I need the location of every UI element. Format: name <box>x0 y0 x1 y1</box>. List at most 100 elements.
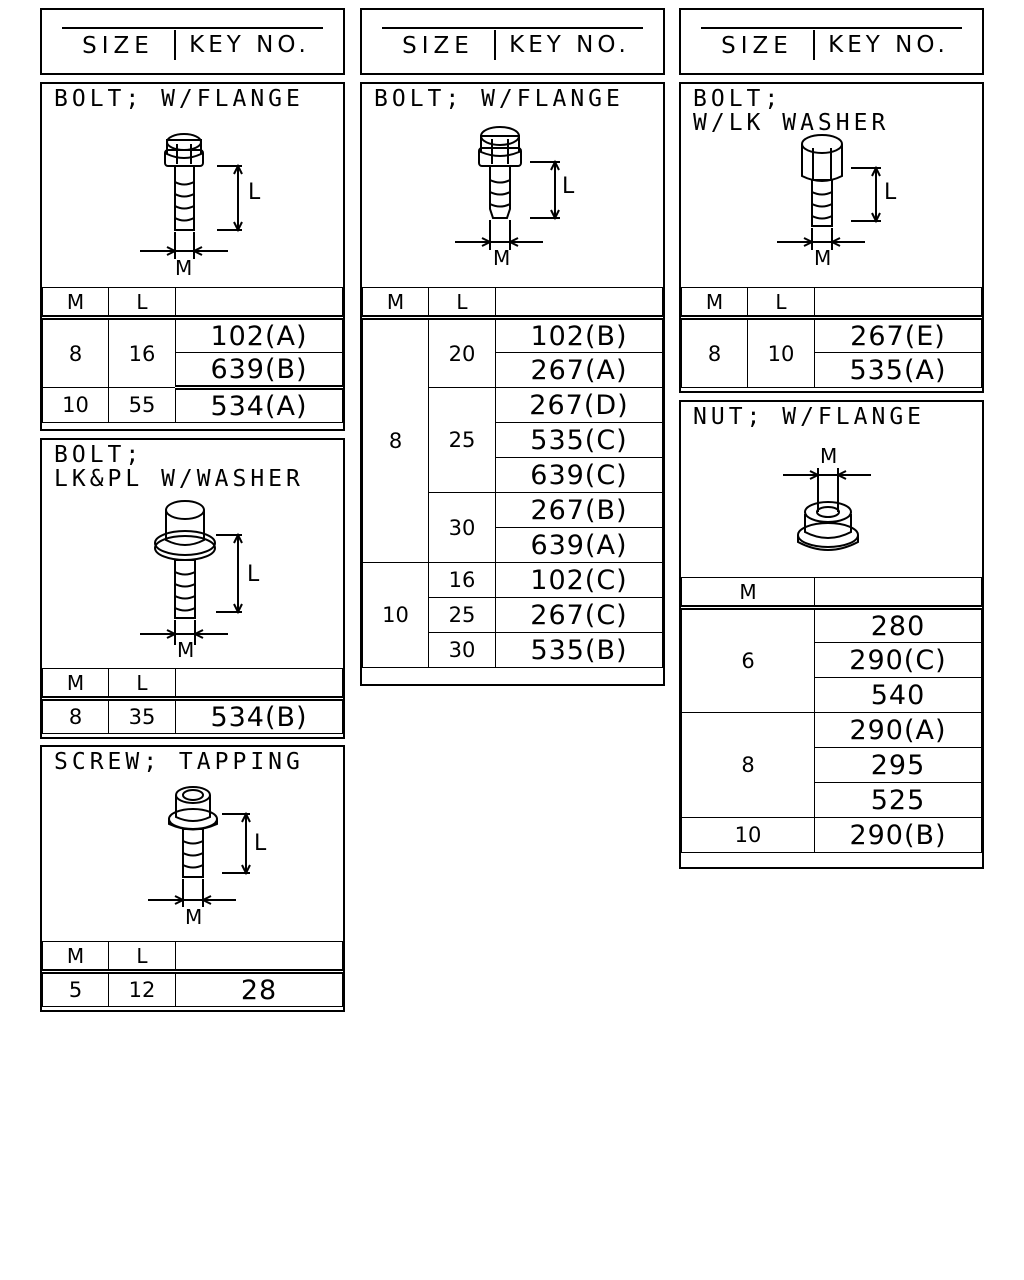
col-l-header: L <box>108 941 176 974</box>
cell-key: 535(B) <box>495 632 663 668</box>
panel-title: BOLT; W/FLANGE <box>54 86 304 112</box>
dim-l-label: L <box>562 174 575 199</box>
cell-l: 10 <box>747 317 815 388</box>
col-m-header: M <box>681 577 815 610</box>
dim-m-label: M <box>814 246 832 270</box>
size-label: SIZE <box>701 30 815 60</box>
col-key-header <box>175 941 343 974</box>
panel-title: NUT; W/FLANGE <box>693 404 926 430</box>
panel-title-line2: W/LK WASHER <box>693 110 890 136</box>
cell-key: 290(B) <box>814 817 982 853</box>
dim-l-label: L <box>254 831 267 856</box>
header-col-3: SIZE KEY NO. <box>679 8 984 75</box>
col-key-header <box>175 668 343 701</box>
cell-m: 10 <box>681 817 815 853</box>
col-m-header: M <box>362 287 429 320</box>
dim-l-label: L <box>884 180 897 205</box>
panel-title-line2: LK&PL W/WASHER <box>54 466 304 492</box>
size-label: SIZE <box>382 30 496 60</box>
col-m-header: M <box>42 668 109 701</box>
cell-key: 267(D) <box>495 387 663 423</box>
panel-title-line1: BOLT; <box>54 442 144 468</box>
cell-key: 535(C) <box>495 422 663 458</box>
col-l-header: L <box>108 668 176 701</box>
cell-l: 16 <box>108 317 176 388</box>
col-m-header: M <box>42 287 109 320</box>
cell-m: 6 <box>681 607 815 713</box>
cell-key: 639(C) <box>495 457 663 493</box>
cell-m: 10 <box>42 387 109 423</box>
col-m-header: M <box>42 941 109 974</box>
cell-key: 280 <box>814 607 982 643</box>
cell-m: 8 <box>362 317 429 563</box>
col-l-header: L <box>108 287 176 320</box>
cell-key: 267(C) <box>495 597 663 633</box>
cell-m: 8 <box>42 317 109 388</box>
col-l-header: L <box>747 287 815 320</box>
cell-key: 267(B) <box>495 492 663 528</box>
col-key-header <box>814 287 982 320</box>
cell-key: 639(B) <box>175 352 343 390</box>
cell-l: 16 <box>428 562 496 598</box>
cell-key: 290(A) <box>814 712 982 748</box>
cell-m: 8 <box>42 698 109 734</box>
cell-key: 540 <box>814 677 982 713</box>
cell-key: 102(C) <box>495 562 663 598</box>
cell-key: 290(C) <box>814 642 982 678</box>
cell-key: 102(B) <box>495 317 663 353</box>
cell-key: 267(E) <box>814 317 982 353</box>
cell-key: 28 <box>175 971 343 1007</box>
dim-m-label: M <box>185 905 203 929</box>
dim-m-label: M <box>175 256 193 280</box>
key-label: KEY NO. <box>828 32 949 58</box>
cell-key: 535(A) <box>814 352 982 388</box>
bolt-flange-drawing <box>140 133 243 259</box>
header-col-2: SIZE KEY NO. <box>360 8 665 75</box>
cell-key: 639(A) <box>495 527 663 563</box>
bolt-flange-drawing <box>455 126 560 250</box>
panel-title: SCREW; TAPPING <box>54 749 304 775</box>
col-l-header: L <box>428 287 496 320</box>
cell-l: 30 <box>428 632 496 668</box>
dim-l-label: L <box>247 562 260 587</box>
dim-m-label: M <box>177 638 195 662</box>
cell-key: 295 <box>814 747 982 783</box>
cell-m: 10 <box>362 562 429 668</box>
nut-flange-drawing <box>783 468 871 551</box>
cell-key: 102(A) <box>175 317 343 353</box>
cell-key: 534(B) <box>175 698 343 734</box>
cell-key: 534(A) <box>175 387 343 423</box>
cell-l: 30 <box>428 492 496 563</box>
key-label: KEY NO. <box>189 32 310 58</box>
key-label: KEY NO. <box>509 32 630 58</box>
cell-l: 12 <box>108 971 176 1007</box>
dim-m-label: M <box>820 444 838 468</box>
cell-key: 525 <box>814 782 982 818</box>
bolt-lkwasher-drawing <box>777 134 881 250</box>
col-key-header <box>175 287 343 320</box>
cell-l: 20 <box>428 317 496 388</box>
cell-l: 55 <box>108 387 176 423</box>
cell-l: 25 <box>428 597 496 633</box>
cell-l: 25 <box>428 387 496 493</box>
bolt-lkpl-drawing <box>140 500 243 645</box>
cell-m: 5 <box>42 971 109 1007</box>
col-key-header <box>495 287 663 320</box>
screw-tapping-drawing <box>148 786 251 907</box>
col-key-header <box>814 577 982 610</box>
cell-key: 267(A) <box>495 352 663 388</box>
cell-m: 8 <box>681 712 815 818</box>
